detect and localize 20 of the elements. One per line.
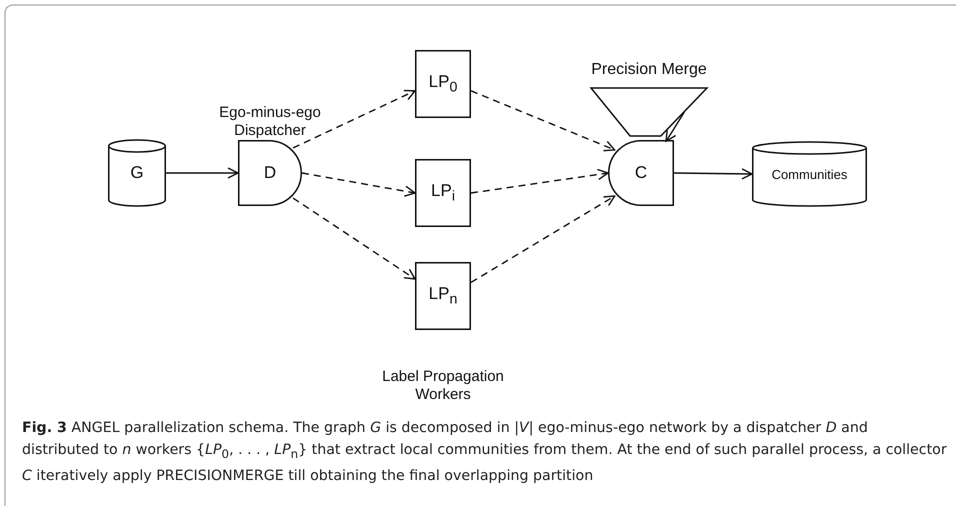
arrow bbox=[470, 168, 609, 194]
node-label: LP$_{i}$ bbox=[431, 181, 455, 205]
arrow bbox=[166, 167, 239, 179]
group-label: Label Propagation Workers bbox=[382, 368, 504, 403]
node-label: LP$_{n}$ bbox=[428, 284, 458, 308]
node-caption: Ego-minus-ego Dispatcher bbox=[219, 104, 321, 139]
arrow bbox=[470, 90, 616, 152]
node-label: Communities bbox=[772, 166, 848, 182]
node-label: LP$_{0}$ bbox=[428, 72, 458, 96]
arrow bbox=[292, 198, 416, 280]
arrow bbox=[292, 90, 416, 149]
node-label: D bbox=[264, 163, 276, 183]
arrow bbox=[470, 195, 616, 283]
arrow bbox=[665, 112, 685, 142]
arrow bbox=[674, 168, 753, 180]
merge-title: Precision Merge bbox=[591, 61, 707, 78]
node-label: C bbox=[634, 163, 648, 183]
figure-caption: Fig. 3 ANGEL parallelization schema. The graph G is decomposed in |V| ego-minus-ego network by a dispatcher D and distributed to n workers {LP$_{0}$, . . . , LP$_{n}$} that extract local communities from them. At the end of such parallel process, a collector C iteratively apply PRECISIONMERGE till obtaining the final overlapping partition bbox=[22, 419, 948, 486]
arrow bbox=[302, 172, 416, 197]
node-label: G bbox=[130, 163, 144, 183]
